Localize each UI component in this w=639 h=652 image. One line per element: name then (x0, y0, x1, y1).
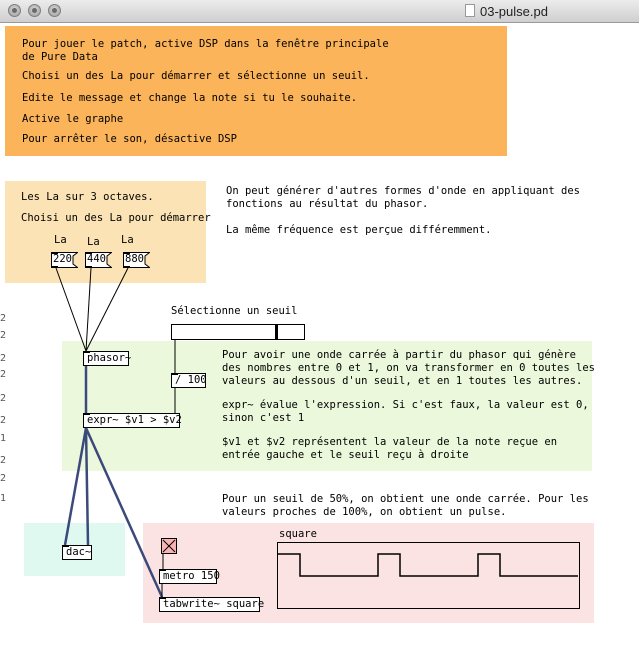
patch-cords (55, 267, 176, 598)
la-label: La (87, 236, 100, 248)
phasor-object[interactable]: phasor~ (83, 351, 131, 366)
tabwrite-object[interactable]: tabwrite~ square (159, 597, 264, 612)
square-waveform (278, 553, 578, 577)
instructions-panel (5, 26, 507, 156)
instruction-text: Active le graphe (22, 113, 124, 125)
square-explain-panel (62, 341, 592, 471)
threshold-slider[interactable] (171, 324, 305, 340)
instruction-text: Edite le message et change la note si tu… (22, 92, 358, 104)
square-comment: expr~ évalue l'expression. Si c'est faux… (222, 399, 589, 411)
instruction-text: Choisi un des La pour démarrer et sélect… (22, 70, 370, 82)
square-comment: entrée gauche et le seuil reçu à droite (222, 449, 469, 461)
pulse-comment: valeurs proches de 100%, on obtient un p… (222, 506, 507, 518)
square-comment: sinon c'est 1 (222, 412, 305, 424)
zoom-window-button[interactable] (48, 4, 61, 17)
graph-name: square (279, 528, 317, 540)
waveform-comment: La même fréquence est perçue différemmen… (226, 224, 492, 236)
threshold-label: Sélectionne un seuil (171, 305, 298, 317)
metro-object[interactable]: metro 150 (159, 569, 220, 584)
square-comment: des nombres entre 0 et 1, on va transfor… (222, 362, 595, 374)
notes-comment: Choisi un des La pour démarrer (21, 212, 211, 224)
waveform-comment: fonctions au résultat du phasor. (226, 198, 429, 210)
minimize-window-button[interactable] (28, 4, 41, 17)
square-array-graph[interactable] (277, 542, 580, 609)
la-label: La (121, 234, 134, 246)
instruction-text: de Pure Data (22, 51, 98, 63)
patch-canvas[interactable]: 2 2 2 2 2 2 1 2 2 1 Pour jouer le patch,… (0, 23, 639, 652)
message-220[interactable]: 220 (51, 252, 78, 268)
pulse-comment: Pour un seuil de 50%, on obtient une ond… (222, 493, 589, 505)
window-title: 03-pulse.pd (480, 4, 548, 19)
message-440[interactable]: 440 (85, 252, 112, 268)
square-comment: Pour avoir une onde carrée à partir du p… (222, 349, 577, 361)
div-100-object[interactable]: / 100 (171, 373, 207, 388)
expr-object[interactable]: expr~ $v1 > $v2 (83, 413, 182, 428)
notes-comment: Les La sur 3 octaves. (21, 191, 154, 203)
title-bar: 03-pulse.pd (0, 0, 639, 23)
square-comment: valeurs au dessous d'un seuil, et en 1 t… (222, 375, 583, 387)
waveform-comment: On peut générer d'autres formes d'onde e… (226, 185, 581, 197)
bang-toggle[interactable] (161, 538, 177, 554)
instruction-text: Pour jouer le patch, active DSP dans la … (22, 38, 389, 50)
dac-object[interactable]: dac~ (62, 545, 92, 560)
la-label: La (54, 234, 67, 246)
threshold-slider-knob[interactable] (275, 325, 278, 339)
message-880[interactable]: 880 (123, 252, 150, 268)
instruction-text: Pour arrêter le son, désactive DSP (22, 133, 237, 145)
square-comment: $v1 et $v2 représentent la valeur de la … (222, 436, 558, 448)
close-window-button[interactable] (8, 4, 21, 17)
document-icon (465, 4, 475, 17)
